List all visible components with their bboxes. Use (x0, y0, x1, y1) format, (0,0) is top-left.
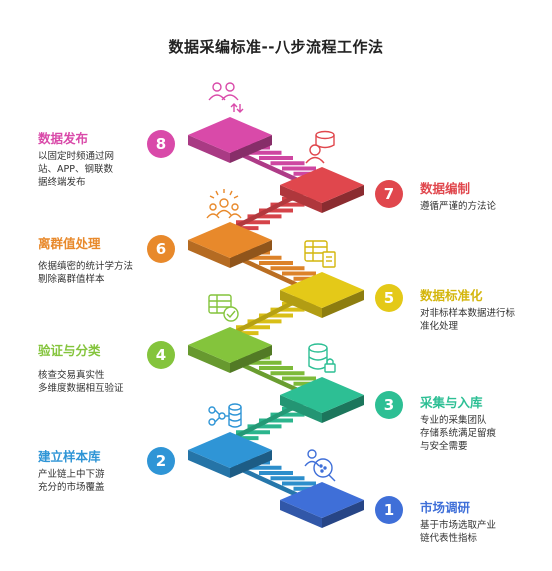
platform-top (280, 377, 364, 413)
platform-side-left (280, 185, 322, 213)
step-desc-1: 基于市场选取产业 链代表性指标 (420, 520, 497, 544)
platform-5 (280, 272, 364, 318)
stair-riser (282, 271, 316, 276)
platform-top (188, 117, 272, 153)
platform-side-right (322, 185, 364, 213)
step-badge-4: 4 (147, 341, 175, 369)
users-exchange-icon (208, 82, 244, 113)
platform-side-right (322, 500, 364, 528)
stair-riser (270, 266, 305, 271)
hierarchy-database-icon (208, 403, 242, 428)
platform-side-right (230, 450, 272, 478)
step-title-4: 验证与分类 (38, 343, 101, 358)
platform-side-right (322, 290, 364, 318)
platform-top (280, 272, 364, 308)
platform-side-right (230, 345, 272, 373)
step-badge-1: 1 (375, 496, 403, 524)
step-title-1: 市场调研 (420, 500, 471, 515)
platform-top (188, 327, 272, 363)
crowd-icon (206, 189, 242, 219)
stair-riser (282, 481, 316, 486)
platform-side-left (280, 290, 322, 318)
platform-6 (188, 222, 272, 268)
stair-riser (259, 156, 293, 160)
platform-side-left (188, 345, 230, 373)
step-title-8: 数据发布 (38, 131, 89, 146)
platform-side-left (188, 135, 230, 163)
step-desc-8: 以固定时频通过网 站、APP、钢联数 据终端发布 (38, 151, 115, 188)
step-title-6: 离群值处理 (38, 236, 101, 251)
step-badge-7: 7 (375, 180, 403, 208)
platform-side-left (280, 500, 322, 528)
platform-side-left (188, 450, 230, 478)
stair-riser (259, 366, 293, 370)
platform-side-left (188, 240, 230, 268)
platform-4 (188, 327, 272, 373)
platform-side-right (230, 240, 272, 268)
step-badge-5: 5 (375, 284, 403, 312)
step-desc-5: 对非标样本数据进行标 准化处理 (420, 308, 516, 332)
stair-riser (270, 476, 305, 481)
platform-top (188, 432, 272, 468)
platform-side-right (230, 135, 272, 163)
step-desc-2: 产业链上中下游 充分的市场覆盖 (38, 469, 105, 493)
platform-7 (280, 167, 364, 213)
step-title-2: 建立样本库 (38, 449, 101, 464)
platform-1 (280, 482, 364, 528)
platform-top (188, 222, 272, 258)
stair-riser (259, 261, 293, 265)
step-badge-3: 3 (375, 391, 403, 419)
table-check-icon (208, 294, 239, 322)
step-desc-6: 依据缜密的统计学方法 剔除离群值样本 (38, 261, 134, 285)
step-desc-4: 核查交易真实性 多维度数据相互验证 (38, 370, 124, 394)
platform-side-right (322, 395, 364, 423)
stair-riser (270, 371, 305, 376)
stair-riser (282, 376, 316, 381)
step-badge-6: 6 (147, 235, 175, 263)
platform-top (280, 167, 364, 203)
platform-side-left (280, 395, 322, 423)
step-title-3: 采集与入库 (420, 395, 483, 410)
stair-riser (282, 166, 316, 171)
step-desc-3: 专业的采集团队 存储系统满足留痕 与安全需要 (420, 415, 497, 452)
platform-3 (280, 377, 364, 423)
stair-riser (259, 471, 293, 475)
stair-riser (270, 161, 305, 166)
platform-2 (188, 432, 272, 478)
step-title-5: 数据标准化 (420, 288, 483, 303)
table-document-icon (304, 240, 336, 268)
step-desc-7: 遵循严谨的方法论 (420, 201, 497, 212)
search-people-icon (304, 449, 336, 482)
platform-8 (188, 117, 272, 163)
step-title-7: 数据编制 (420, 181, 471, 196)
database-person-icon (305, 130, 335, 164)
database-lock-icon (308, 343, 336, 373)
step-badge-2: 2 (147, 447, 175, 475)
step-badge-8: 8 (147, 130, 175, 158)
page-title: 数据采编标准--八步流程工作法 (168, 38, 384, 56)
platform-top (280, 482, 364, 518)
